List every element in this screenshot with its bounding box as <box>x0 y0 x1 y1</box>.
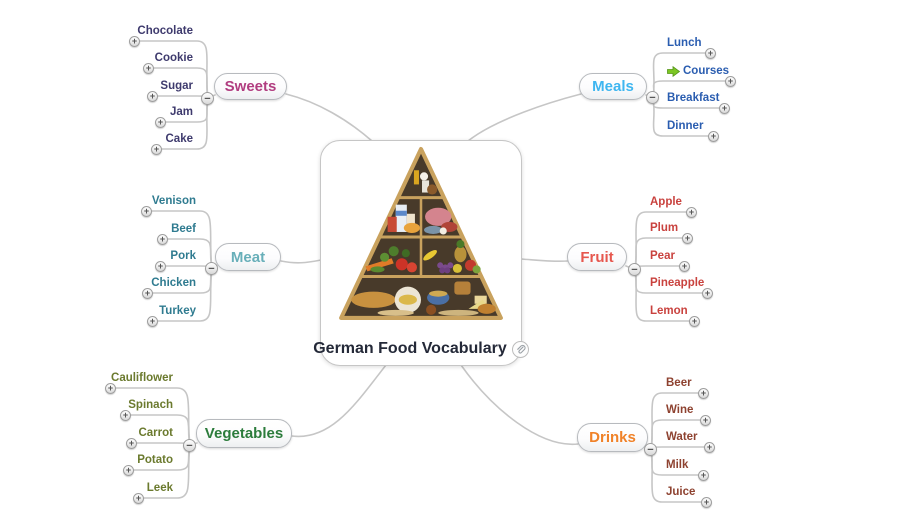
node-meals[interactable]: Meals <box>579 73 647 100</box>
expand-button-cake[interactable]: + <box>151 144 162 155</box>
courses-arrow-icon <box>667 66 680 77</box>
expand-button-pear[interactable]: + <box>679 261 690 272</box>
expand-button-apple[interactable]: + <box>686 207 697 218</box>
collapse-button-sweets[interactable]: − <box>201 92 214 105</box>
node-juice[interactable]: Juice <box>666 486 696 498</box>
node-beer[interactable]: Beer <box>666 377 692 389</box>
node-plum[interactable]: Plum <box>650 222 679 234</box>
node-milk[interactable]: Milk <box>666 459 689 471</box>
expand-button-breakfast[interactable]: + <box>719 103 730 114</box>
node-lunch[interactable]: Lunch <box>667 37 702 49</box>
expand-button-courses[interactable]: + <box>725 76 736 87</box>
node-vegetables[interactable]: Vegetables <box>196 419 292 448</box>
node-wine[interactable]: Wine <box>666 404 694 416</box>
expand-button-cookie[interactable]: + <box>143 63 154 74</box>
expand-button-lunch[interactable]: + <box>705 48 716 59</box>
node-drinks[interactable]: Drinks <box>577 423 648 452</box>
node-spinach[interactable]: Spinach <box>128 399 173 411</box>
node-label: Courses <box>683 65 730 77</box>
expand-button-sugar[interactable]: + <box>147 91 158 102</box>
node-breakfast[interactable]: Breakfast <box>667 92 720 104</box>
expand-button-dinner[interactable]: + <box>708 131 719 142</box>
node-venison[interactable]: Venison <box>151 195 196 207</box>
node-sweets[interactable]: Sweets <box>214 73 287 100</box>
expand-button-potato[interactable]: + <box>123 465 134 476</box>
collapse-button-fruit[interactable]: − <box>628 263 641 276</box>
node-jam[interactable]: Jam <box>169 106 193 118</box>
expand-button-beer[interactable]: + <box>698 388 709 399</box>
node-cauliflower[interactable]: Cauliflower <box>111 372 173 384</box>
node-sugar[interactable]: Sugar <box>160 80 193 92</box>
expand-button-venison[interactable]: + <box>141 206 152 217</box>
node-pork[interactable]: Pork <box>170 250 196 262</box>
node-lemon[interactable]: Lemon <box>650 305 688 317</box>
expand-button-cauliflower[interactable]: + <box>105 383 116 394</box>
expand-button-jam[interactable]: + <box>155 117 166 128</box>
expand-button-turkey[interactable]: + <box>147 316 158 327</box>
node-chocolate[interactable]: Chocolate <box>137 25 193 37</box>
node-cake[interactable]: Cake <box>165 133 194 145</box>
link-icon[interactable] <box>511 340 529 358</box>
expand-button-water[interactable]: + <box>704 442 715 453</box>
node-potato[interactable]: Potato <box>137 454 173 466</box>
node-dinner[interactable]: Dinner <box>667 120 704 132</box>
expand-button-chocolate[interactable]: + <box>129 36 140 47</box>
collapse-button-vegetables[interactable]: − <box>183 439 196 452</box>
node-cookie[interactable]: Cookie <box>154 52 193 64</box>
node-beef[interactable]: Beef <box>171 223 196 235</box>
root-node[interactable]: German Food Vocabulary <box>313 140 529 366</box>
expand-button-carrot[interactable]: + <box>126 438 137 449</box>
node-fruit[interactable]: Fruit <box>567 243 627 271</box>
expand-button-chicken[interactable]: + <box>142 288 153 299</box>
expand-button-pork[interactable]: + <box>155 261 166 272</box>
expand-button-lemon[interactable]: + <box>689 316 700 327</box>
node-meat[interactable]: Meat <box>215 243 281 271</box>
expand-button-juice[interactable]: + <box>701 497 712 508</box>
root-title: German Food Vocabulary <box>313 340 507 357</box>
expand-button-milk[interactable]: + <box>698 470 709 481</box>
node-courses[interactable]: Courses <box>667 65 729 78</box>
node-turkey[interactable]: Turkey <box>159 305 196 317</box>
expand-button-spinach[interactable]: + <box>120 410 131 421</box>
node-water[interactable]: Water <box>666 431 698 443</box>
node-pineapple[interactable]: Pineapple <box>650 277 705 289</box>
node-carrot[interactable]: Carrot <box>138 427 173 439</box>
node-pear[interactable]: Pear <box>650 250 675 262</box>
expand-button-leek[interactable]: + <box>133 493 144 504</box>
expand-button-wine[interactable]: + <box>700 415 711 426</box>
node-chicken[interactable]: Chicken <box>151 277 196 289</box>
node-leek[interactable]: Leek <box>146 482 173 494</box>
food-pyramid-image <box>339 147 503 320</box>
expand-button-beef[interactable]: + <box>157 234 168 245</box>
collapse-button-meat[interactable]: − <box>205 262 218 275</box>
expand-button-pineapple[interactable]: + <box>702 288 713 299</box>
node-apple[interactable]: Apple <box>650 196 682 208</box>
expand-button-plum[interactable]: + <box>682 233 693 244</box>
collapse-button-meals[interactable]: − <box>646 91 659 104</box>
connectors <box>114 40 726 503</box>
collapse-button-drinks[interactable]: − <box>644 443 657 456</box>
